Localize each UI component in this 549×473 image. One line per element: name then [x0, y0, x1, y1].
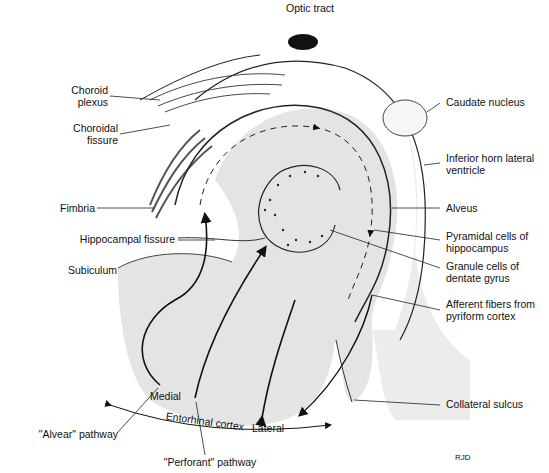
part-label: Inferior horn lateral ventricle	[446, 152, 546, 176]
part-label: Medial	[150, 390, 200, 402]
part-label: "Alvear" pathway	[2, 428, 118, 440]
fimbria	[150, 130, 212, 218]
part-label: Choroidal fissure	[50, 122, 118, 146]
part-label: Subiculum	[55, 264, 117, 276]
collateral-sulcus	[336, 340, 352, 402]
part-label: Collateral sulcus	[446, 398, 546, 410]
part-label: Caudate nucleus	[446, 96, 546, 108]
part-label: Choroid plexus	[50, 84, 108, 108]
part-label: Pyramidal cells of hippocampus	[446, 230, 546, 254]
part-label: Lateral	[252, 422, 302, 434]
optic-tract	[288, 34, 318, 50]
hippocampal-fissure	[178, 238, 265, 241]
part-label: Hippocampal fissure	[55, 233, 175, 245]
leader-lines	[97, 96, 440, 455]
part-label: RJD	[455, 452, 495, 464]
dentate-gyrus	[259, 166, 340, 253]
part-label: Afferent fibers from pyriform cortex	[446, 298, 546, 322]
part-label: Fimbria	[40, 202, 95, 214]
part-label: Optic tract	[270, 2, 350, 14]
choroid-plexus	[150, 74, 285, 112]
caudate-nucleus	[383, 100, 427, 136]
afferent-fibers	[300, 295, 372, 415]
perforant-pathway	[195, 248, 265, 398]
part-label: Granule cells of dentate gyrus	[446, 260, 546, 284]
pyramidal-cell-layer	[200, 126, 372, 300]
lateral-pathway	[262, 300, 295, 418]
alveus	[175, 105, 390, 322]
part-label: Alveus	[446, 202, 546, 214]
tissue-shading	[118, 108, 397, 425]
subiculum-edge	[118, 254, 232, 268]
part-label: "Perforant" pathway	[140, 456, 280, 468]
granule-cells	[264, 171, 323, 246]
ventricle-wall	[140, 55, 260, 100]
